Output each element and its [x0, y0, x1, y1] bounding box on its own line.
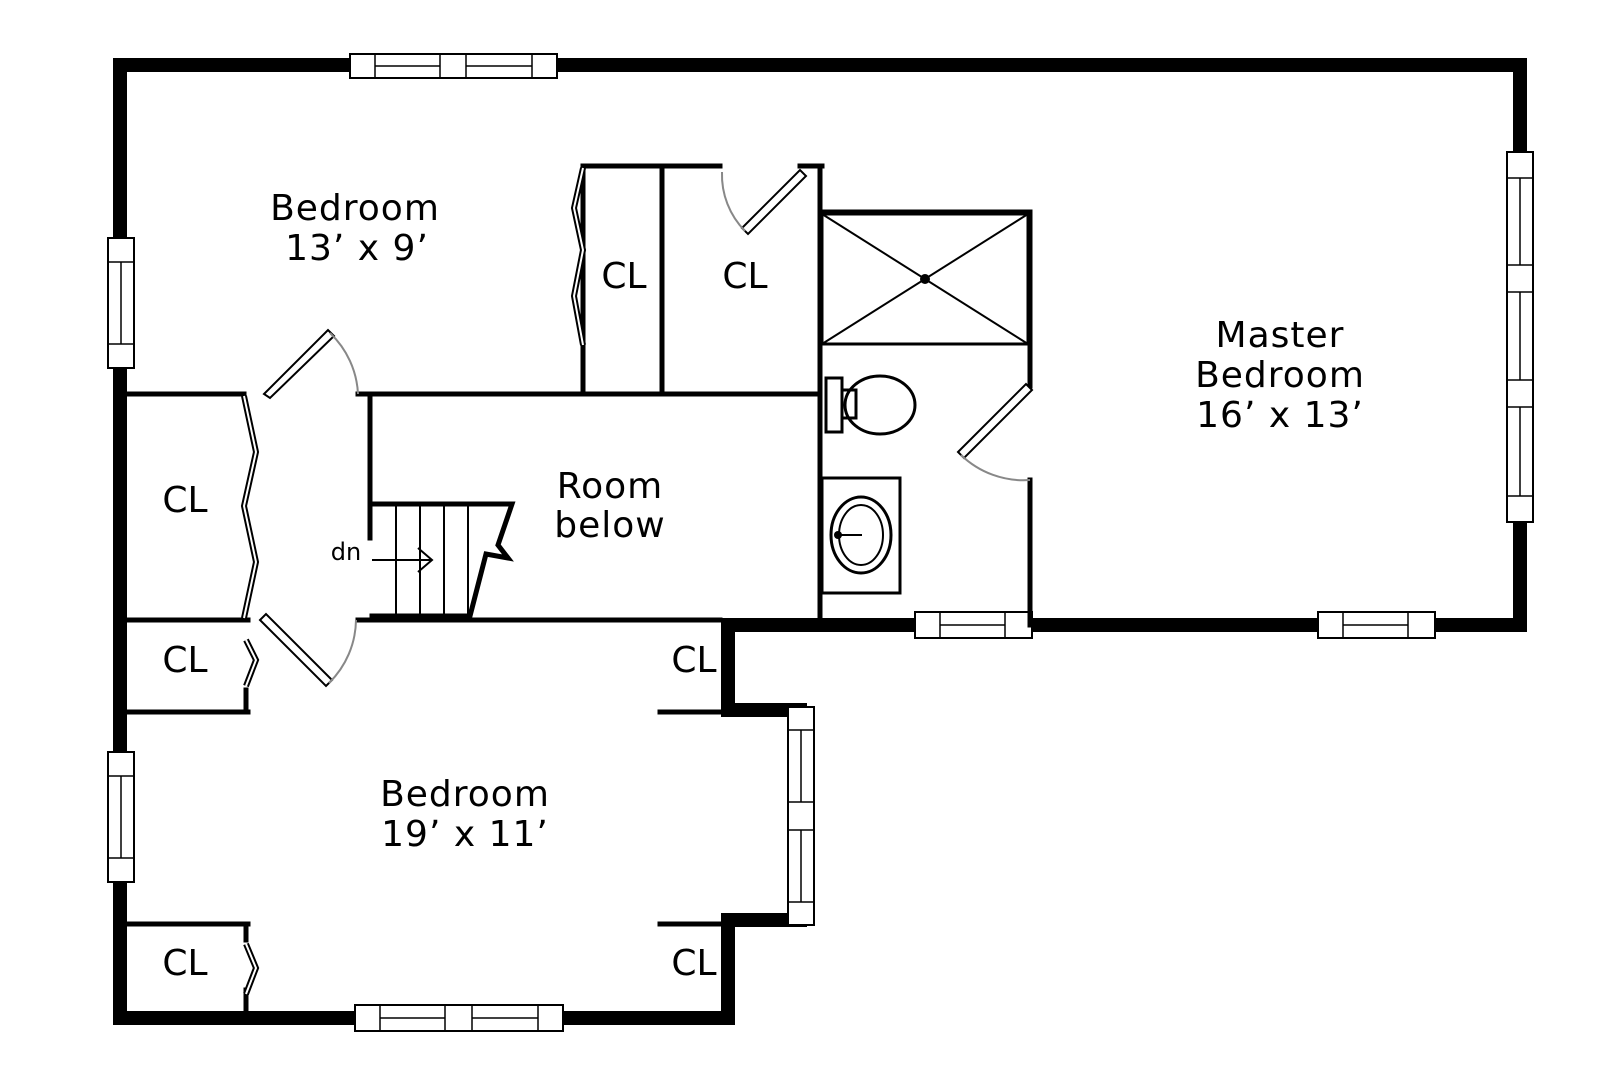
room-below-line2: below: [554, 505, 665, 546]
bedroom-top-name: Bedroom: [270, 188, 440, 229]
windows: [107, 53, 1534, 1032]
window-bay-right: [787, 706, 815, 926]
closet-label-left-small: CL: [162, 640, 207, 681]
sink: [820, 476, 902, 595]
shower: [820, 212, 1030, 346]
door-bottom-bedroom: [258, 612, 357, 688]
master-bedroom-line1: Master: [1216, 315, 1345, 356]
closet-label-bottom-left: CL: [162, 943, 207, 984]
room-labels: Bedroom 13’ x 9’ Master Bedroom 16’ x 13…: [270, 188, 1365, 855]
closet-label-top-right: CL: [722, 256, 767, 297]
window-bath-bottom: [914, 611, 1033, 639]
door-bath: [956, 382, 1034, 482]
closet-label-left-mid: CL: [162, 480, 207, 521]
bedroom-top-size: 13’ x 9’: [285, 228, 429, 269]
room-below-line1: Room: [557, 466, 664, 507]
closet-label-bottom-right: CL: [671, 943, 716, 984]
window-master-bottom: [1317, 611, 1436, 639]
closet-label-top-left: CL: [601, 256, 646, 297]
window-top: [349, 53, 558, 79]
door-top-bedroom: [262, 328, 359, 400]
bifold-doors: [240, 167, 587, 996]
interior-walls: [117, 163, 1033, 1021]
stairs-down-label: dn: [331, 538, 361, 566]
window-master-right: [1506, 151, 1534, 523]
master-bedroom-size: 16’ x 13’: [1196, 395, 1364, 436]
bedroom-bottom-size: 19’ x 11’: [381, 814, 549, 855]
window-bottom: [354, 1004, 564, 1032]
closet-label-right-small: CL: [671, 640, 716, 681]
door-closet-top: [720, 168, 808, 236]
closet-labels: CL CL CL CL CL CL CL: [162, 256, 767, 984]
window-left-bottom: [107, 751, 135, 883]
bedroom-bottom-name: Bedroom: [380, 774, 550, 815]
stairs: [369, 501, 516, 619]
toilet: [824, 374, 917, 436]
master-bedroom-line2: Bedroom: [1195, 355, 1365, 396]
window-left-top: [107, 237, 135, 369]
doors: [258, 168, 1034, 688]
